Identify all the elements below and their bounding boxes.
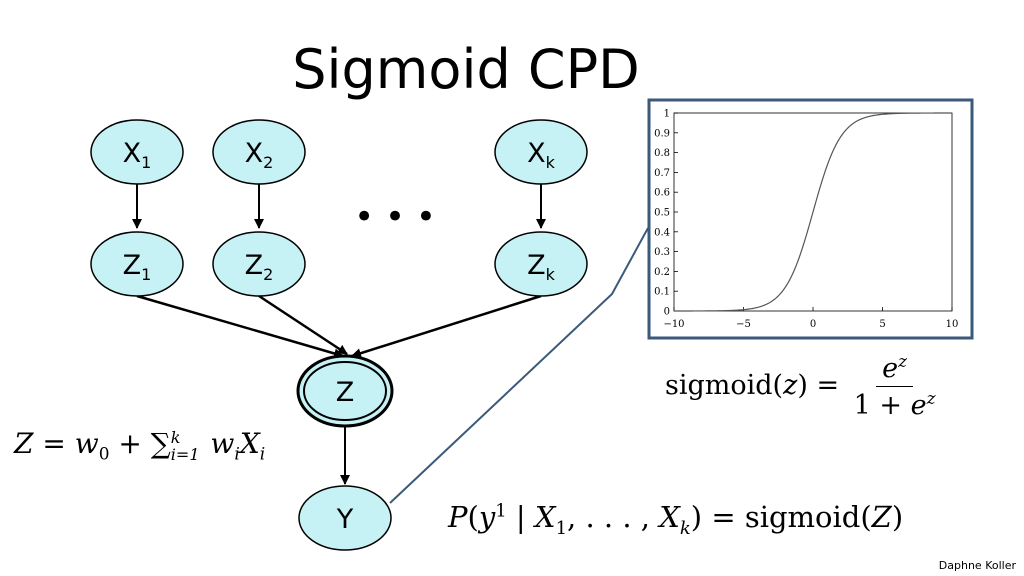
- node-xk[interactable]: Xk: [494, 119, 588, 185]
- y-tick-label: 1: [664, 109, 670, 120]
- z-plus: +: [109, 427, 151, 460]
- svg-text:Z2: Z2: [245, 250, 274, 284]
- prob-close: ): [891, 500, 904, 534]
- sigmoid-inset: 0 0.1 0.2 0.3 0.4 0.5 0.6 0.7 0.8 0.9 1 −10 −5 0 5 10: [647, 98, 974, 340]
- y-tick-label: 0.8: [654, 148, 670, 159]
- y-tick-label: 0: [664, 307, 670, 318]
- node-x2-subscript: 2: [263, 153, 273, 172]
- node-x1[interactable]: X1: [90, 119, 184, 185]
- prob-y: y: [478, 500, 496, 534]
- y-ticks: 0 0.1 0.2 0.3 0.4 0.5 0.6 0.7 0.8 0.9 1: [654, 109, 678, 318]
- prob-xk: X: [659, 500, 680, 534]
- z-eq: =: [33, 427, 75, 460]
- prob-rhs: ) = sigmoid(: [690, 500, 872, 534]
- z-xi: X: [239, 427, 260, 460]
- node-zk-label: Z: [527, 250, 546, 281]
- prob-bar: |: [506, 500, 535, 534]
- prob-y-sup: 1: [495, 500, 507, 522]
- y-tick-label: 0.7: [654, 168, 670, 179]
- svg-text:Zk: Zk: [527, 250, 556, 284]
- sigmoid-fraction: ez 1 + ez: [848, 352, 942, 421]
- x-tick-label: 5: [879, 319, 885, 330]
- node-y-label: Y: [336, 504, 354, 535]
- node-z-label: Z: [336, 377, 355, 408]
- y-tick-label: 0.1: [654, 287, 670, 298]
- probability-formula: P(y1 | X1, . . . , Xk) = sigmoid(Z): [448, 500, 903, 539]
- den-prefix: 1 +: [853, 390, 911, 421]
- svg-text:X1: X1: [123, 138, 152, 172]
- z-sum: ∑: [150, 427, 171, 460]
- edge-zk-z: [351, 294, 542, 359]
- edges: [132, 184, 546, 485]
- x-tick-label: −5: [736, 319, 751, 330]
- prob-x1: X: [534, 500, 556, 534]
- node-z[interactable]: Z: [296, 354, 394, 428]
- z-lhs: Z: [14, 427, 34, 460]
- node-z2-label: Z: [245, 250, 264, 281]
- x-tick-label: −10: [663, 319, 684, 330]
- svg-text:Z1: Z1: [123, 250, 152, 284]
- z-sum-sup: k: [170, 427, 181, 447]
- node-x1-label: X: [123, 138, 142, 169]
- prob-x1-sub: 1: [555, 517, 568, 539]
- node-xk-label: X: [527, 138, 546, 169]
- z-sum-sub: i=1: [170, 444, 200, 464]
- node-zk[interactable]: Zk: [494, 231, 588, 297]
- z-xi-sub: i: [259, 444, 266, 465]
- edge-z2-z: [258, 294, 348, 356]
- node-z2-subscript: 2: [263, 265, 273, 284]
- num-base: e: [882, 353, 899, 384]
- node-y[interactable]: Y: [298, 485, 392, 551]
- x-tick-label: 0: [810, 319, 816, 330]
- ellipsis: • • •: [354, 197, 436, 237]
- inset-connector-line: [389, 227, 649, 504]
- den-exp: z: [926, 389, 936, 409]
- z-w0-sub: 0: [98, 444, 110, 465]
- sigmoid-lhs: sigmoid(: [665, 370, 784, 401]
- prob-mid: , . . . ,: [567, 500, 660, 534]
- prob-open: (: [467, 500, 479, 534]
- svg-text:X2: X2: [245, 138, 274, 172]
- prob-z: Z: [871, 500, 892, 534]
- sigmoid-numerator: ez: [876, 352, 914, 387]
- x-ticks: −10 −5 0 5 10: [663, 307, 958, 330]
- sigmoid-formula: sigmoid(z) = ez 1 + ez: [665, 352, 942, 421]
- node-x1-subscript: 1: [141, 153, 151, 172]
- z-w0: w: [74, 427, 99, 460]
- z-wi: w: [201, 427, 235, 460]
- num-exp: z: [898, 352, 908, 372]
- z-wi-sub: i: [234, 444, 240, 465]
- node-x2[interactable]: X2: [212, 119, 306, 185]
- den-base: e: [910, 390, 927, 421]
- author-credit: Daphne Koller: [938, 559, 1016, 572]
- edge-z1-z: [136, 294, 344, 359]
- node-z1[interactable]: Z1: [90, 231, 184, 297]
- y-tick-label: 0.5: [654, 208, 670, 219]
- slide-title: Sigmoid CPD: [292, 38, 640, 101]
- sigmoid-rhs-close: ) =: [797, 370, 840, 401]
- svg-text:Xk: Xk: [527, 138, 556, 172]
- x-tick-label: 10: [946, 319, 959, 330]
- y-tick-label: 0.6: [654, 188, 670, 199]
- sigmoid-curve: [674, 112, 952, 312]
- node-z1-subscript: 1: [141, 265, 151, 284]
- prob-xk-sub: k: [679, 517, 691, 539]
- node-z2[interactable]: Z2: [212, 231, 306, 297]
- y-tick-label: 0.3: [654, 247, 670, 258]
- y-tick-label: 0.4: [654, 227, 670, 238]
- y-tick-label: 0.9: [654, 128, 670, 139]
- node-x2-label: X: [245, 138, 264, 169]
- node-xk-subscript: k: [546, 153, 556, 172]
- node-z1-label: Z: [123, 250, 142, 281]
- sigmoid-denominator: 1 + ez: [848, 387, 942, 421]
- node-zk-subscript: k: [546, 265, 556, 284]
- prob-p: P: [448, 500, 468, 534]
- sigmoid-var: z: [783, 370, 798, 401]
- y-tick-label: 0.2: [654, 267, 670, 278]
